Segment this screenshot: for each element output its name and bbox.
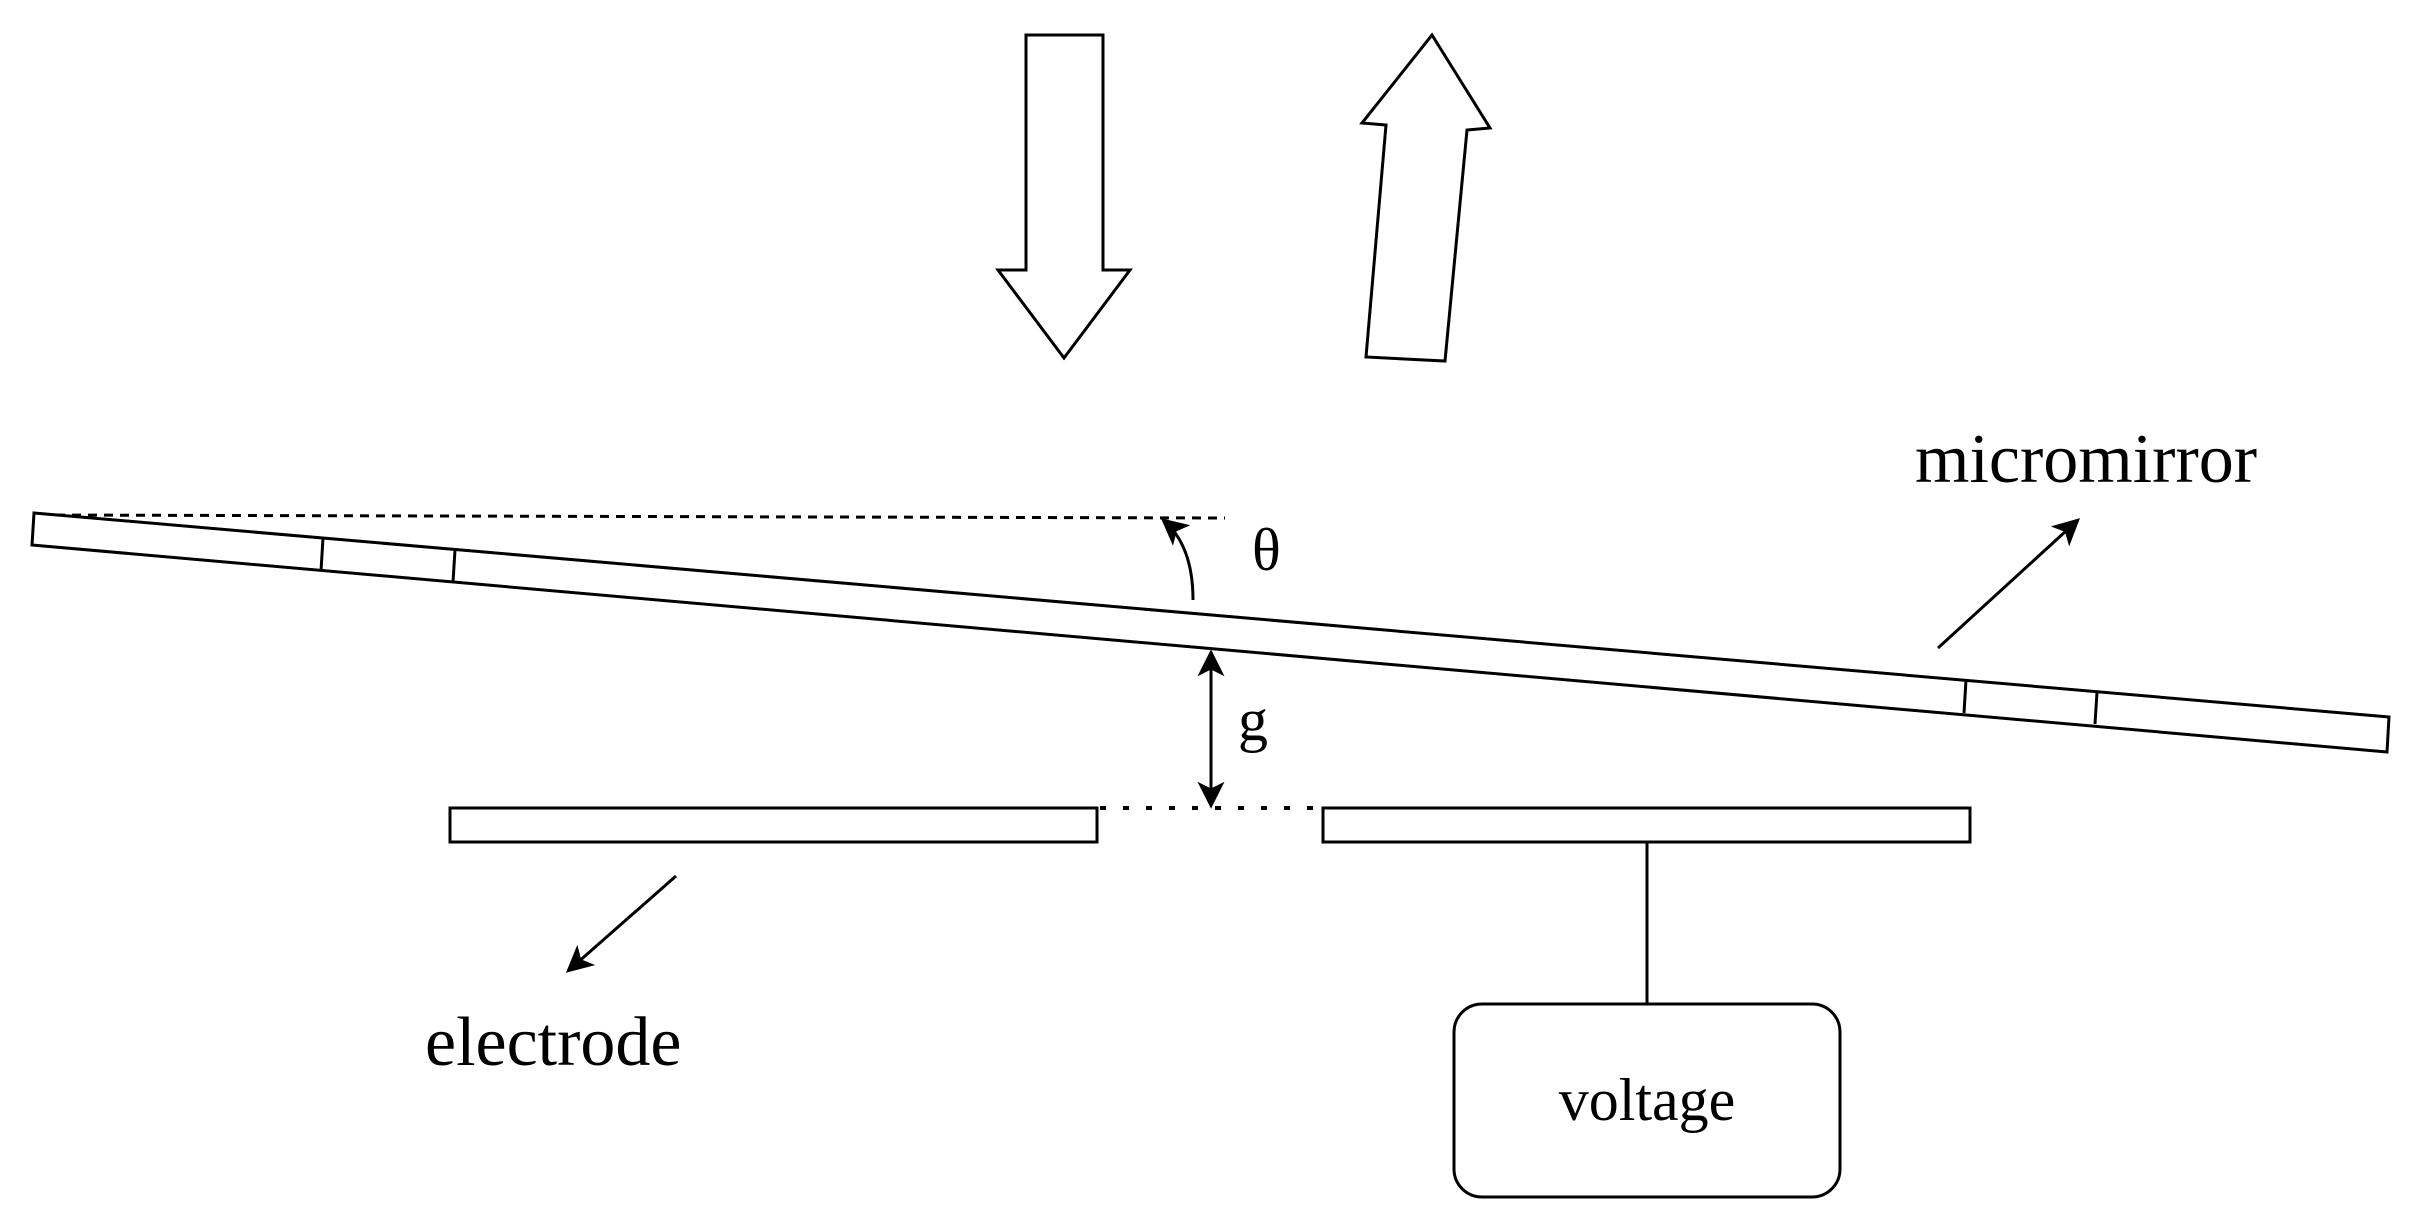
- angle-label: θ: [1252, 517, 1281, 583]
- micromirror-pointer-arrow: [1936, 518, 2080, 650]
- voltage-label: voltage: [1559, 1067, 1736, 1133]
- gap-label: g: [1238, 687, 1268, 753]
- micromirror-label: micromirror: [1915, 421, 2257, 498]
- electrode-label: electrode: [425, 1004, 681, 1081]
- electrode-left: [448, 806, 1099, 844]
- reference-line: [39, 513, 1226, 520]
- reflected-light-arrow: [1359, 32, 1493, 363]
- incident-light-arrow: [995, 33, 1133, 361]
- tilt-angle-arc: [1160, 518, 1195, 601]
- electrode-pointer-arrow: [565, 874, 677, 973]
- voltage-box: [1452, 1002, 1842, 1199]
- electrode-right: [1321, 806, 1972, 844]
- micromirror: [30, 511, 2391, 754]
